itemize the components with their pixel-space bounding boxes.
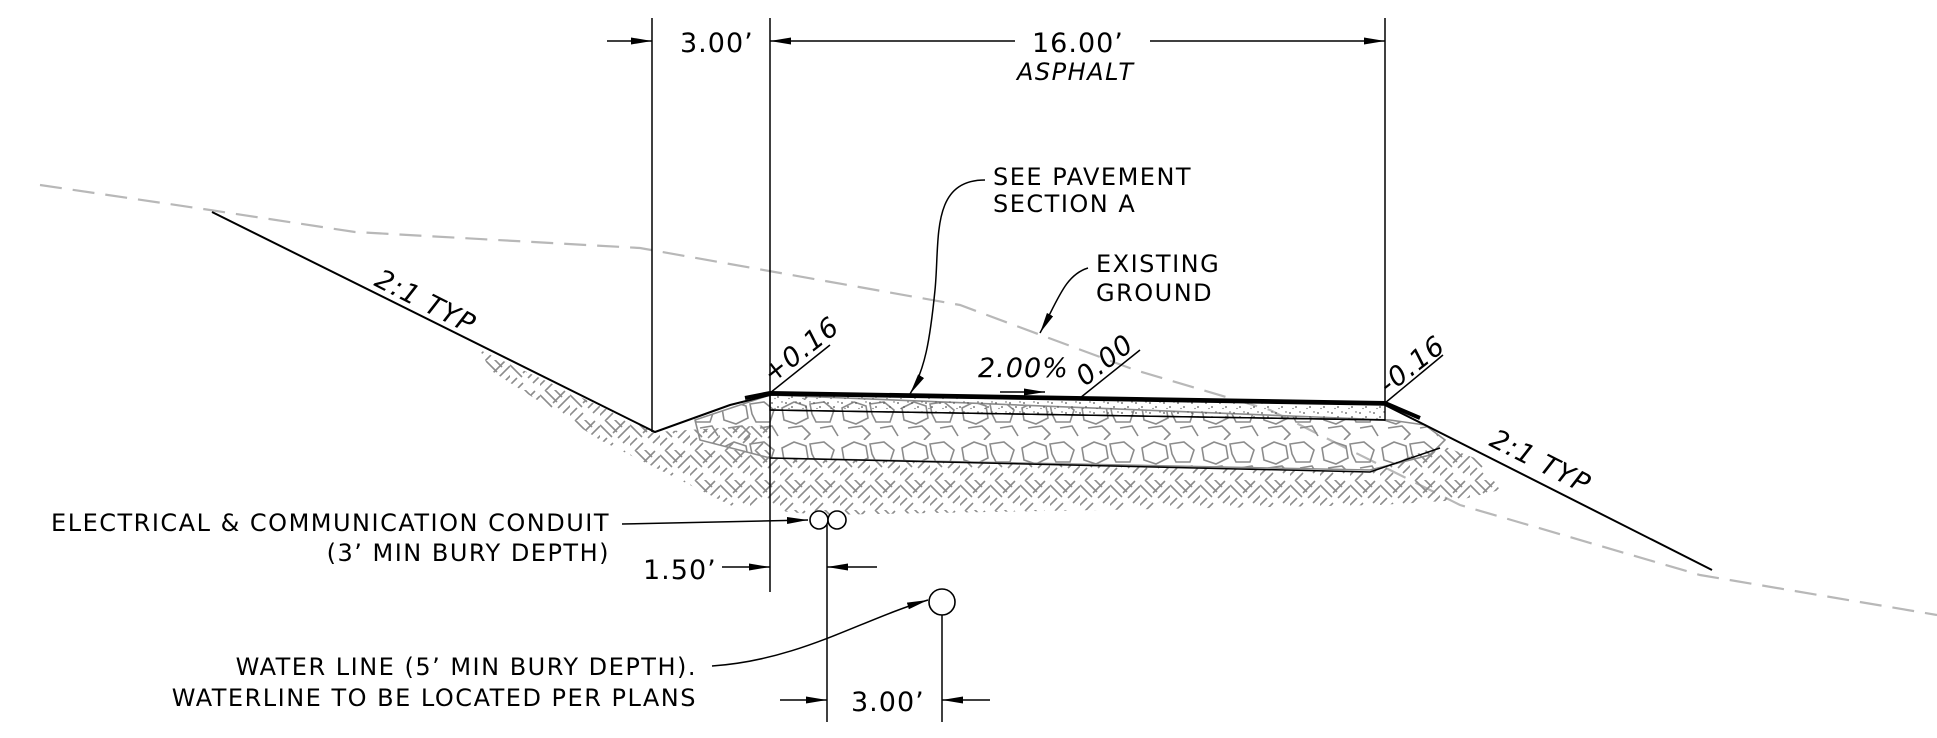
grade-center: 0.00 [1070, 329, 1140, 393]
cross-slope-label: 2.00% [978, 353, 1069, 384]
callout-ground-line1: EXISTING [1096, 250, 1220, 278]
dim-shoulder-width: 3.00’ [680, 28, 754, 59]
surface-label: ASPHALT [1015, 58, 1135, 86]
existing-ground-line [39, 183, 1937, 617]
callout-pavement-line1: SEE PAVEMENT [993, 163, 1192, 191]
dim-lane-width: 16.00’ [1032, 28, 1124, 59]
leader-pavement [909, 179, 986, 395]
water-pipe [928, 588, 956, 616]
leader-existing-ground [1039, 267, 1089, 334]
pavement-surface [744, 390, 1421, 420]
callout-water-line1: WATER LINE (5’ MIN BURY DEPTH). [236, 653, 697, 681]
left-cut-slope [211, 211, 771, 434]
dim-conduit-offset: 1.50’ [643, 555, 717, 586]
dim-waterline-offset: 3.00’ [851, 687, 925, 718]
callout-pavement-line2: SECTION A [993, 190, 1136, 218]
callout-ground-line2: GROUND [1096, 279, 1213, 307]
callout-conduit-line2: (3’ MIN BURY DEPTH) [327, 539, 610, 567]
callout-conduit-line1: ELECTRICAL & COMMUNICATION CONDUIT [51, 509, 610, 537]
right-fill-slope [1384, 404, 1713, 571]
leader-water [711, 599, 929, 667]
slope-label-right: 2:1 TYP [1485, 424, 1596, 501]
leader-conduit [621, 516, 809, 525]
conduit-pipe-2 [827, 510, 847, 530]
slope-label-left: 2:1 TYP [370, 264, 481, 341]
grade-leader-right [1384, 354, 1444, 404]
subgrade-hatch-left [480, 350, 770, 510]
grade-leader-left [769, 344, 831, 394]
conduit-pipe-1 [809, 510, 829, 530]
grade-leader-center [1079, 349, 1141, 399]
callout-water-line2: WATERLINE TO BE LOCATED PER PLANS [172, 684, 697, 712]
base-bottom-line [769, 447, 1441, 473]
layer-line [769, 409, 1386, 421]
